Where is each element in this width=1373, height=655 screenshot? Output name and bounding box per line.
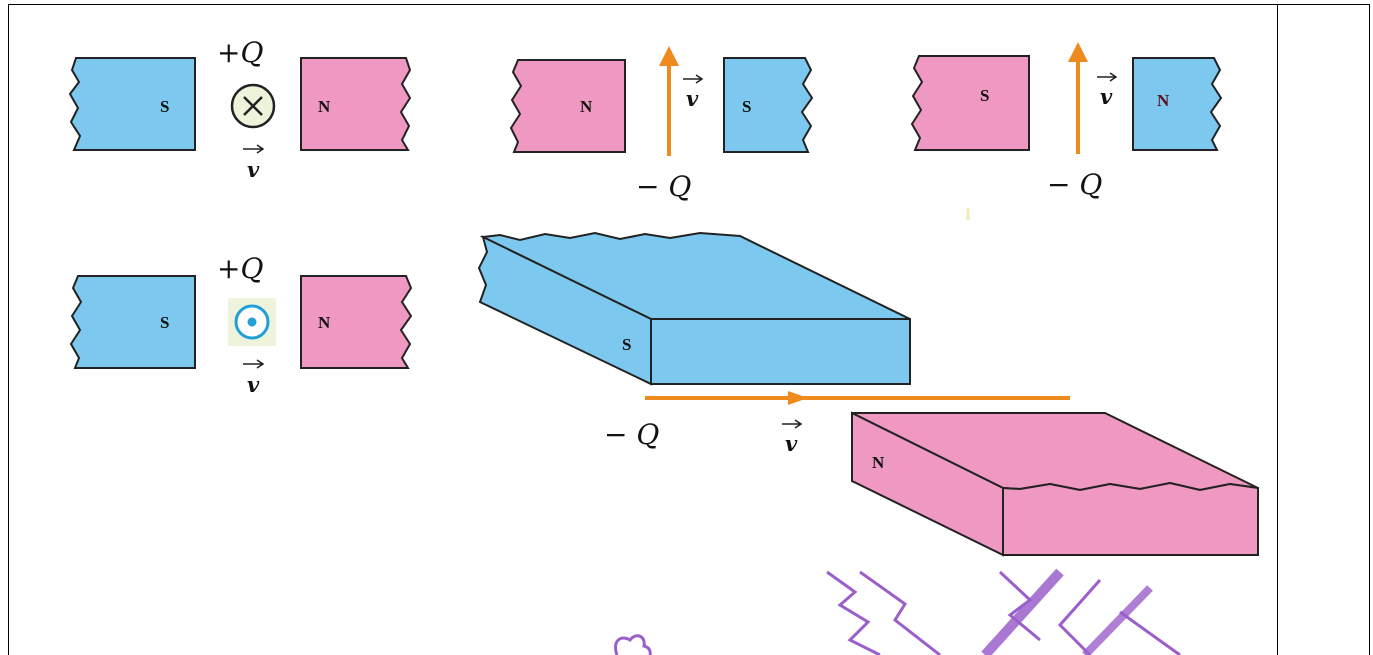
negative-charge-label: − Q (604, 418, 659, 451)
velocity-label: v (683, 74, 704, 111)
panel-up-ns: N v S − Q (509, 46, 814, 203)
velocity-label: v (243, 144, 265, 182)
magnet-south-block (723, 57, 814, 153)
negative-charge-label: − Q (636, 170, 691, 203)
negative-charge-label: − Q (1047, 168, 1102, 201)
panel-out-of-page: S N +Q v (69, 252, 413, 397)
vector-arrow-icon (782, 419, 803, 429)
svg-text:v: v (1100, 84, 1113, 109)
magnet-north-block (509, 59, 626, 153)
svg-text:v: v (686, 86, 699, 111)
magnet-south-block (68, 57, 196, 151)
south-pole-label: S (980, 86, 989, 105)
velocity-label: v (1097, 72, 1118, 109)
north-pole-label: N (318, 97, 331, 116)
north-pole-label: N (318, 313, 331, 332)
vector-arrow-icon (243, 144, 265, 154)
south-pole-label: S (160, 97, 169, 116)
magnet-south-block (910, 55, 1030, 151)
magnet-north-block (300, 275, 413, 369)
vector-arrow-icon (683, 74, 704, 84)
frame-left-border (8, 4, 9, 655)
vector-arrow-icon (1097, 72, 1118, 82)
frame-divider (1277, 4, 1278, 655)
positive-charge-label: +Q (217, 252, 263, 285)
magnet-north-block (1132, 57, 1223, 151)
south-slab-top-face (479, 231, 911, 320)
frame-right-border (1369, 4, 1370, 655)
panel-into-page: S N +Q v (68, 36, 412, 182)
south-pole-label: S (160, 313, 169, 332)
velocity-label: v (782, 419, 803, 456)
velocity-label: v (243, 359, 265, 397)
svg-text:v: v (785, 431, 798, 456)
circle-cross-icon (230, 83, 276, 129)
watermark (614, 568, 1181, 655)
north-pole-label: N (1157, 91, 1170, 110)
magnet-south-block (69, 275, 196, 369)
north-pole-label: N (872, 453, 885, 472)
velocity-arrow-head (788, 391, 808, 405)
svg-text:v: v (247, 157, 260, 182)
north-slab-side-face (1002, 481, 1259, 556)
panel-slab-3d: S − Q v N (477, 231, 1259, 557)
frame-top-border (8, 4, 1370, 5)
south-pole-label: S (622, 335, 631, 354)
south-pole-label: S (742, 97, 751, 116)
magnet-north-block (300, 57, 412, 151)
positive-charge-label: +Q (217, 36, 263, 69)
vector-arrow-icon (243, 359, 265, 369)
north-pole-label: N (580, 97, 593, 116)
south-slab-side-face (650, 318, 911, 385)
stray-mark (966, 208, 970, 220)
circle-dot-icon (228, 298, 276, 346)
svg-text:v: v (247, 372, 260, 397)
panel-up-sn: S v N − Q (910, 42, 1223, 201)
